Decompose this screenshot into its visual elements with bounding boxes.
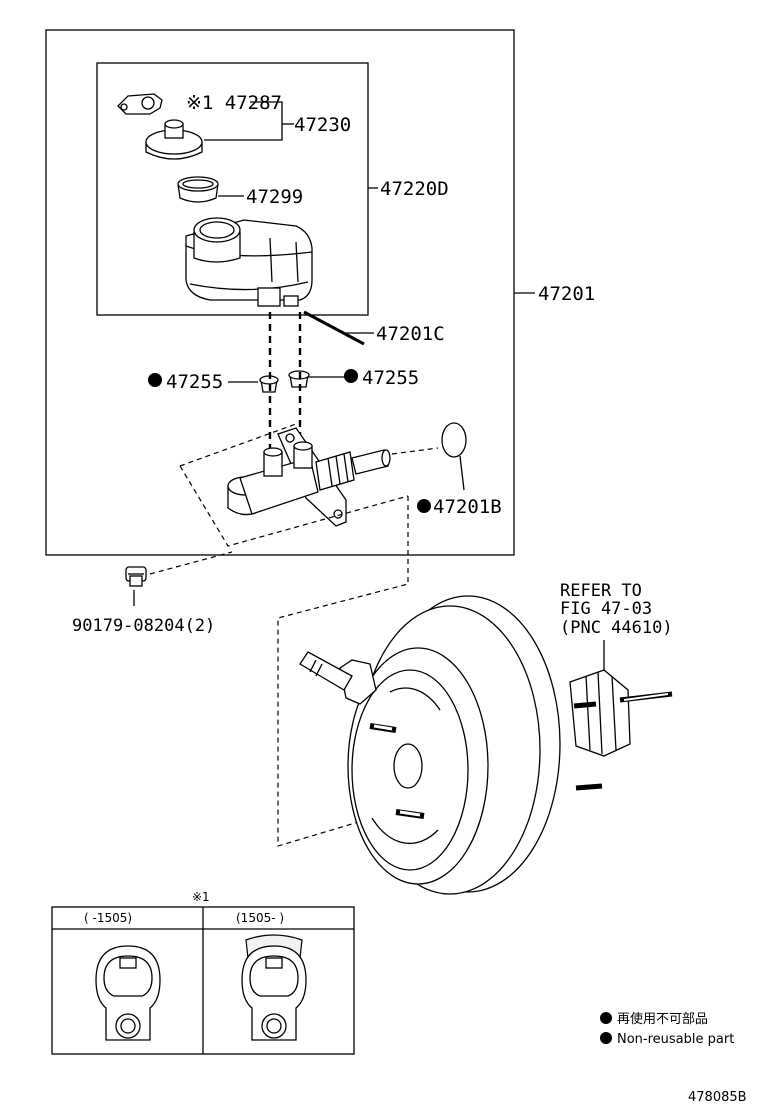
part-47230-cap[interactable]	[145, 119, 203, 160]
part-47255-grommet-right[interactable]	[288, 370, 310, 388]
refer-line-3[interactable]: (PNC 44610)	[560, 618, 673, 638]
label-47230[interactable]: 47230	[294, 114, 351, 136]
label-47201C[interactable]: 47201C	[376, 323, 445, 345]
reservoir-box-47220D	[96, 62, 369, 316]
variant-header-1: ( -1505)	[84, 911, 132, 925]
brake-booster[interactable]	[299, 595, 673, 895]
refer-line-1[interactable]: REFER TO	[560, 581, 642, 601]
master-cylinder[interactable]	[227, 427, 391, 527]
legend-en: Non-reusable part	[617, 1032, 734, 1047]
variant-table	[51, 906, 355, 1055]
refer-line-2[interactable]: FIG 47-03	[560, 599, 652, 619]
part-90179-bolt[interactable]	[125, 566, 147, 587]
cylinder-outline-dashed	[179, 423, 439, 547]
label-47255-left[interactable]: 47255	[166, 371, 223, 393]
part-47287-strainer[interactable]	[117, 93, 163, 115]
non-reusable-dot	[417, 499, 431, 513]
legend-jp: 再使用不可部品	[617, 1011, 708, 1027]
part-47201C-pin[interactable]	[303, 310, 365, 346]
non-reusable-dot	[148, 373, 162, 387]
part-47201B-o-ring[interactable]	[441, 422, 467, 458]
booster-outline-dashed	[277, 496, 409, 847]
label-47220D[interactable]: 47220D	[380, 178, 449, 200]
label-47287[interactable]: ※1 47287	[186, 92, 282, 114]
variant-strainer-old-icon	[95, 945, 161, 1041]
label-47201B[interactable]: 47201B	[433, 496, 502, 518]
leader-47201B	[459, 455, 465, 491]
label-90179[interactable]: 90179-08204(2)	[72, 616, 215, 636]
legend-dot	[600, 1012, 612, 1024]
label-47255-right[interactable]: 47255	[362, 367, 419, 389]
figure-id: 478085B	[688, 1090, 747, 1105]
legend-dot	[600, 1032, 612, 1044]
variant-marker: ※1	[192, 890, 210, 904]
variant-header-2: (1505- )	[236, 911, 284, 925]
non-reusable-dot	[344, 369, 358, 383]
leader-47287-47230	[204, 101, 283, 141]
reservoir-tank[interactable]	[185, 217, 313, 307]
variant-strainer-new-icon	[241, 934, 307, 1041]
label-47299[interactable]: 47299	[246, 186, 303, 208]
part-47299-ring[interactable]	[177, 176, 219, 203]
label-47201[interactable]: 47201	[538, 283, 595, 305]
